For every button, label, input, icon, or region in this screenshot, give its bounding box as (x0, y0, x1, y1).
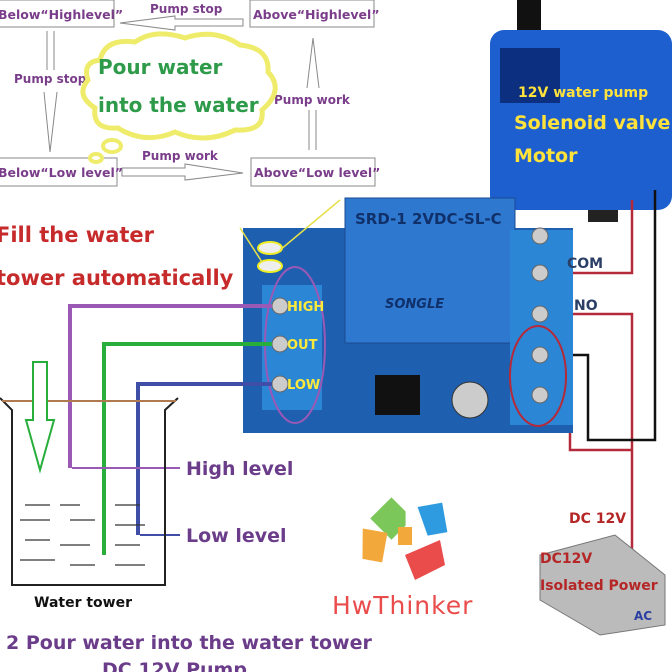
low-level-label: Low level (186, 525, 287, 547)
water-lines (20, 504, 145, 566)
water-tower: Water tower (0, 361, 179, 611)
arrow-down-icon (43, 31, 58, 153)
ac-label: AC (634, 609, 652, 623)
relay-module: SRD-1 2VDC-SL-C SONGLE HIGH OUT LOW (239, 197, 573, 433)
state-box-below-high (0, 0, 115, 28)
high-wire (68, 304, 272, 468)
terminal-out: OUT (287, 338, 318, 353)
arrow-right-icon (121, 163, 244, 181)
dc-12v-label: DC 12V (569, 511, 626, 527)
pump-base (588, 210, 618, 222)
water-pump: 12V water pump Solenoid valve Motor (490, 0, 672, 222)
state-below-high: Below“Highlevel” (0, 7, 123, 22)
psu-label2: Isolated Power (540, 578, 658, 594)
motor-label3: Motor (514, 145, 578, 167)
led-indicator (257, 241, 283, 255)
arrow-up-icon (306, 37, 320, 150)
hwthinker-logo: HwThinker (332, 497, 473, 620)
flow-chart: Below“Highlevel” Above“Highlevel” Pump s… (0, 0, 380, 187)
led-indicator (257, 259, 283, 273)
right-arrow-label: Pump work (274, 93, 351, 107)
heading-line2: tower automatically (0, 266, 234, 290)
cloud-bubble (101, 138, 123, 154)
relay-box (344, 197, 516, 344)
left-arrow-label: Pump stop (14, 72, 87, 86)
motor-label2: Solenoid valve (514, 112, 670, 134)
footer-line1: 2 Pour water into the water tower (6, 632, 372, 654)
terminal-low: LOW (287, 378, 320, 393)
cloud-line2: into the water (98, 93, 259, 117)
thought-cloud (80, 31, 278, 141)
heading-line1: Fill the water (0, 223, 155, 247)
relay-brand: SONGLE (385, 297, 444, 312)
cloud-bubble (88, 152, 104, 164)
cloud-line1: Pour water (98, 55, 223, 79)
terminal-high: HIGH (287, 300, 324, 315)
no-label: NO (574, 298, 598, 314)
psu-label1: DC12V (540, 551, 592, 567)
led-pointer (239, 199, 341, 263)
state-box-above-high (249, 0, 375, 28)
relay-model: SRD-1 2VDC-SL-C (355, 210, 502, 228)
low-wire (136, 382, 272, 535)
pump-grille (500, 48, 560, 103)
footer-line2: DC 12V Pump (102, 659, 247, 672)
bottom-arrow-label: Pump work (142, 149, 219, 163)
psu-case (539, 534, 666, 636)
out-wire (102, 342, 272, 555)
top-arrow-label: Pump stop (150, 2, 223, 16)
state-below-low: Below“Low level” (0, 165, 123, 180)
screw-terminals (271, 227, 549, 404)
motor-label1: 12V water pump (518, 85, 648, 101)
power-supply: DC 12V DC12V Isolated Power AC (539, 511, 666, 636)
ic-chip (375, 375, 420, 415)
arrow-left-icon (119, 15, 244, 31)
state-above-low: Above“Low level” (254, 165, 380, 180)
high-level-label: High level (186, 458, 293, 480)
com-label: COM (567, 256, 603, 272)
pour-arrow-icon (24, 361, 56, 474)
state-box-below-low (0, 157, 118, 187)
capacitor (451, 381, 489, 419)
tank-outline (0, 397, 179, 586)
tank-name: Water tower (34, 595, 132, 611)
dc-highlight (509, 325, 567, 427)
state-above-high: Above“Highlevel” (253, 7, 380, 22)
logo-text: HwThinker (332, 591, 473, 620)
sensor-wires (68, 304, 272, 555)
state-box-above-low (250, 157, 376, 187)
